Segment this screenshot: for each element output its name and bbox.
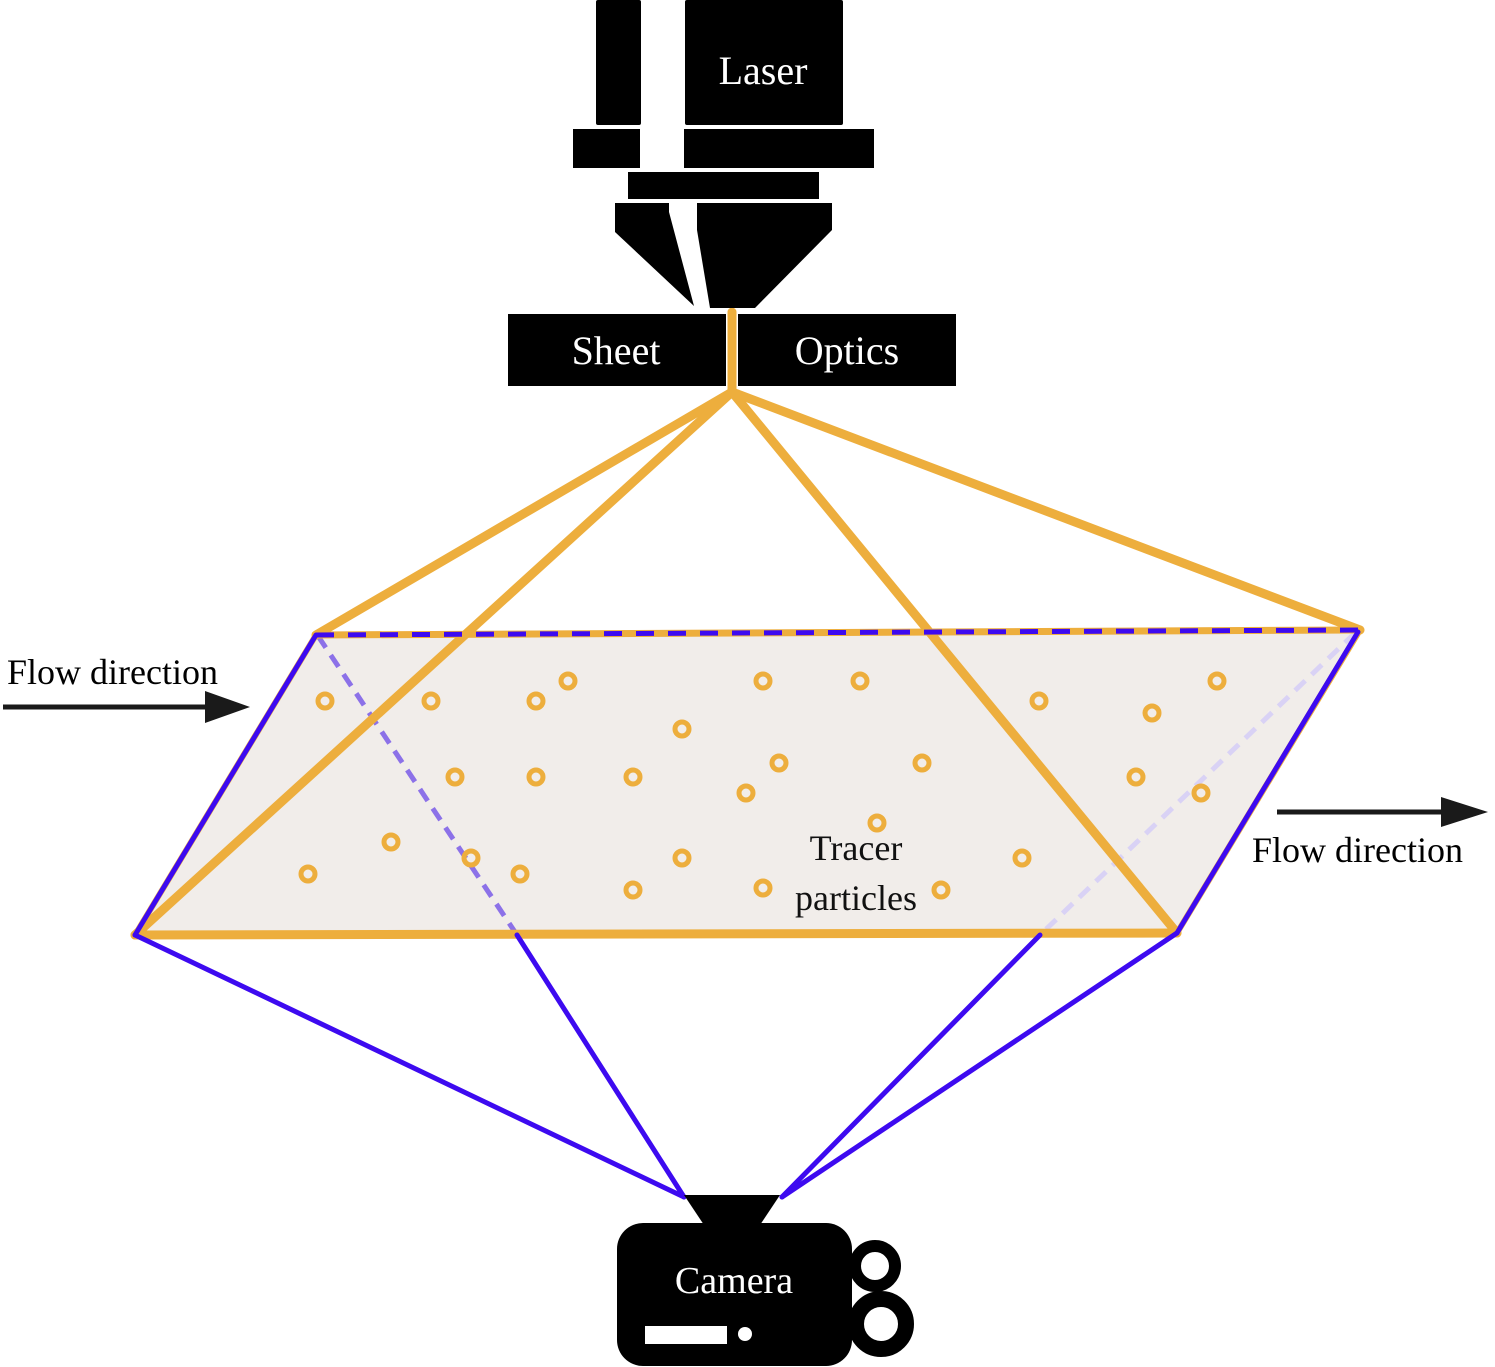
camera-label: Camera bbox=[675, 1260, 793, 1302]
tracer-particle-icon bbox=[421, 691, 441, 711]
camera-ray-4 bbox=[779, 930, 1180, 1200]
tracer-particle-icon bbox=[445, 767, 465, 787]
tracer-particle-icon bbox=[461, 848, 481, 868]
tracer-particle-icon bbox=[769, 753, 789, 773]
camera-view-dashed-left bbox=[315, 634, 520, 937]
optics-label: Optics bbox=[795, 328, 899, 373]
laser-label: Laser bbox=[719, 48, 808, 93]
tracer-particle-icon bbox=[736, 783, 756, 803]
sheet-optics-left-block bbox=[508, 314, 726, 386]
laser-source-icon bbox=[573, 0, 874, 308]
tracer-particle-icon bbox=[1191, 783, 1211, 803]
sheet-label: Sheet bbox=[572, 328, 661, 373]
camera-ray-3 bbox=[779, 932, 1043, 1200]
laser-nozzle-left bbox=[615, 203, 694, 306]
tracer-particle-icon bbox=[1012, 848, 1032, 868]
tracer-particle-icon bbox=[526, 691, 546, 711]
flow-arrow-left bbox=[3, 691, 250, 723]
laser-ray-outer-right bbox=[727, 387, 1365, 635]
camera-view bbox=[132, 629, 1361, 1200]
sheet-optics-right-block bbox=[738, 314, 956, 386]
tracer-particle-icon bbox=[672, 848, 692, 868]
tracer-particle-icon bbox=[1142, 703, 1162, 723]
laser-body bbox=[685, 0, 843, 125]
camera-view-side-left bbox=[132, 632, 319, 938]
laser-ray-inner-left bbox=[130, 387, 737, 940]
tracer-particle-icon bbox=[753, 671, 773, 691]
flow-direction-label-left: Flow direction bbox=[7, 652, 218, 692]
laser-sheet bbox=[130, 307, 1365, 940]
camera-reel-top bbox=[849, 1240, 901, 1292]
tracer-particle-icon bbox=[931, 880, 951, 900]
camera-ray-1 bbox=[132, 932, 687, 1200]
tracer-particle-icon bbox=[867, 813, 887, 833]
tracer-particle-icon bbox=[381, 832, 401, 852]
tracer-particle-icon bbox=[298, 864, 318, 884]
tracer-particle-icon bbox=[526, 767, 546, 787]
laser-side-block bbox=[596, 0, 641, 125]
tracer-particle-icon bbox=[623, 880, 643, 900]
laser-flange-left bbox=[573, 129, 640, 168]
measurement-plane bbox=[135, 630, 1360, 935]
laser-ray-inner-right bbox=[727, 387, 1182, 938]
tracer-particles bbox=[298, 671, 1227, 900]
camera-ray-2 bbox=[514, 932, 687, 1200]
laser-nozzle-right bbox=[697, 203, 832, 308]
flow-arrow-right bbox=[1277, 797, 1488, 827]
tracer-label-line1: Tracer bbox=[810, 828, 903, 868]
laser-collar bbox=[628, 172, 819, 199]
tracer-particle-icon bbox=[672, 719, 692, 739]
tracer-label-line2: particles bbox=[795, 878, 917, 918]
tracer-particle-icon bbox=[1126, 767, 1146, 787]
camera-button bbox=[738, 1327, 752, 1341]
arrow-right-icon bbox=[205, 691, 250, 723]
camera-reel-bottom bbox=[848, 1291, 914, 1357]
camera-display-slot bbox=[645, 1326, 727, 1344]
laser-ray-outer-left bbox=[311, 387, 737, 640]
sheet-front-edge bbox=[130, 928, 1182, 940]
camera-view-back-edge bbox=[315, 627, 1361, 638]
tracer-particle-icon bbox=[850, 671, 870, 691]
tracer-particle-icon bbox=[510, 864, 530, 884]
tracer-particle-icon bbox=[315, 691, 335, 711]
tracer-particle-icon bbox=[753, 878, 773, 898]
flow-direction-label-right: Flow direction bbox=[1252, 830, 1463, 870]
tracer-particle-icon bbox=[558, 671, 578, 691]
camera-view-side-right bbox=[1174, 629, 1361, 936]
arrow-right-icon bbox=[1441, 797, 1488, 827]
camera-lens bbox=[684, 1195, 780, 1225]
tracer-particle-icon bbox=[1029, 691, 1049, 711]
camera-icon bbox=[617, 1195, 914, 1366]
tracer-particle-icon bbox=[623, 767, 643, 787]
camera-view-dashed-right bbox=[1038, 631, 1357, 937]
laser-flange-right bbox=[684, 129, 874, 168]
tracer-particle-icon bbox=[912, 753, 932, 773]
tracer-particle-icon bbox=[1207, 671, 1227, 691]
